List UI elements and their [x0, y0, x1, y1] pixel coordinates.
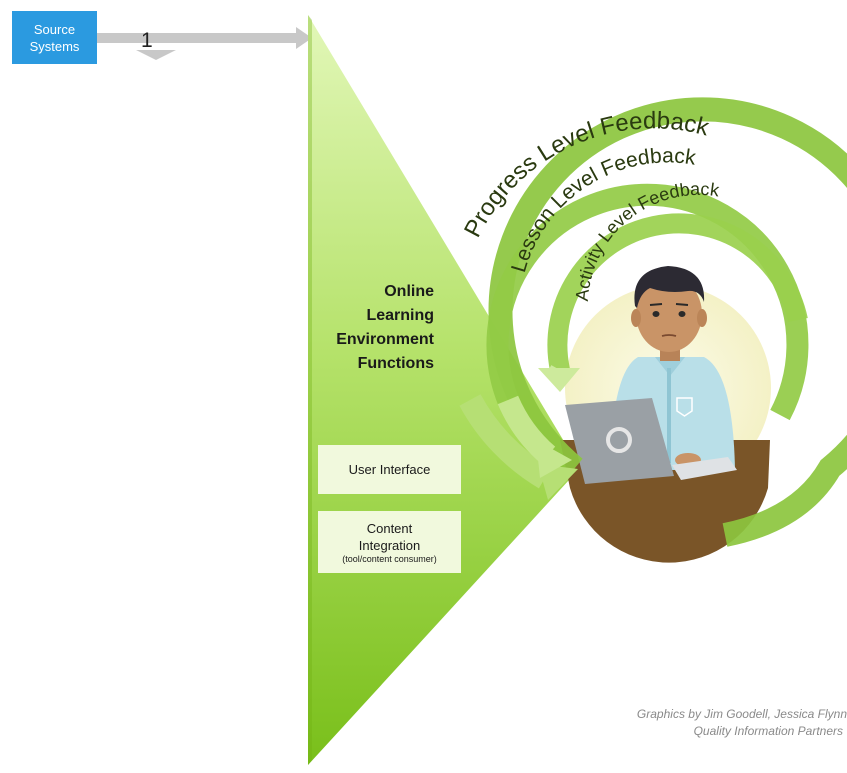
- user-interface-box: User Interface: [318, 445, 461, 494]
- user-interface-label: User Interface: [348, 462, 431, 477]
- source-systems-label-line2: Systems: [29, 38, 80, 54]
- credit-line-org: Quality Information Partners: [693, 724, 843, 738]
- source-systems-label-line1: Source: [33, 21, 76, 37]
- panel-title-line: Learning: [366, 307, 434, 324]
- panel-title: Online Learning Environment Functions: [322, 280, 434, 376]
- content-integration-box: Content Integration (tool/content consum…: [318, 511, 461, 573]
- panel-title-line: Online: [384, 283, 434, 300]
- connector-arrow: [97, 27, 312, 60]
- panel-title-line: Environment: [336, 331, 434, 348]
- credit-line-authors: Graphics by Jim Goodell, Jessica Flynn: [636, 707, 847, 721]
- content-integration-label-line1: Content: [366, 520, 413, 536]
- activity-feedback-loop: [538, 213, 808, 392]
- lesson-feedback-loop: [486, 183, 809, 478]
- learner-illustration: [560, 266, 771, 563]
- panel-title-line: Functions: [357, 355, 434, 372]
- content-integration-sublabel: (tool/content consumer): [342, 553, 437, 564]
- source-systems-node: Source Systems: [12, 11, 97, 64]
- graphics-credit: Graphics by Jim Goodell, Jessica Flynn Q…: [637, 706, 847, 740]
- content-integration-label-line2: Integration: [358, 537, 421, 553]
- functions-panel: [308, 15, 580, 765]
- flow-step-number: 1: [141, 29, 153, 52]
